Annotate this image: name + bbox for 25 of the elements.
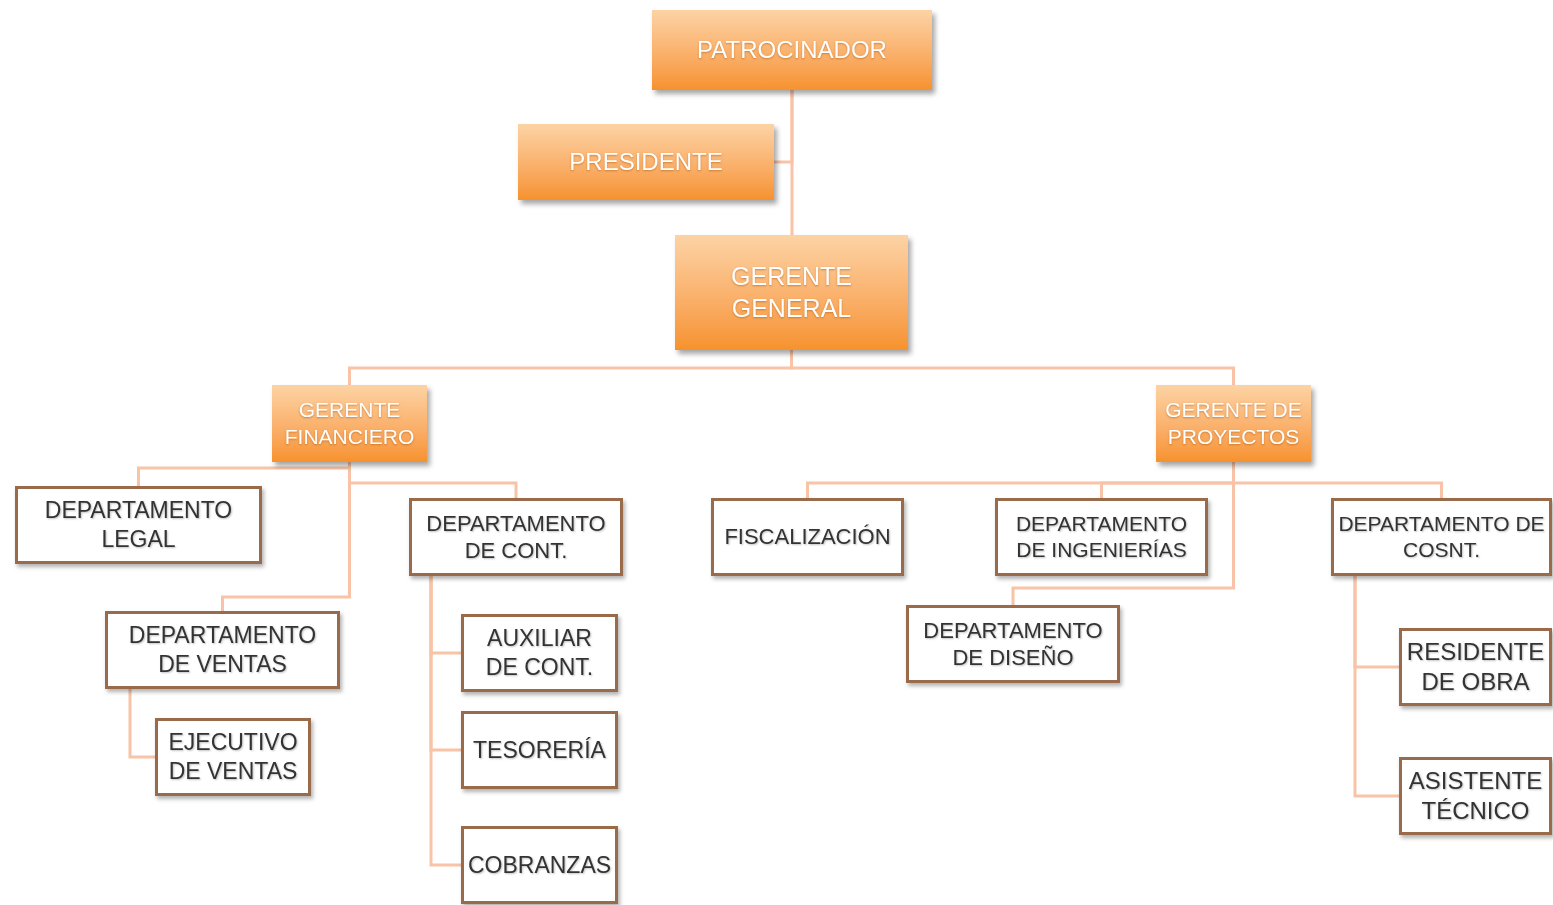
department-box: ASISTENTE TÉCNICO [1399, 757, 1552, 835]
connector-line [1232, 462, 1443, 498]
connector-line [790, 350, 1235, 385]
department-box: RESIDENTE DE OBRA [1399, 628, 1552, 706]
department-box: DEPARTAMENTO DE VENTAS [105, 611, 340, 689]
connector-line [1353, 576, 1399, 798]
connector-line [348, 462, 518, 498]
connector-line [429, 576, 461, 867]
role-box: PATROCINADOR [652, 10, 932, 90]
department-box: DEPARTAMENTO LEGAL [15, 486, 262, 564]
department-box: EJECUTIVO DE VENTAS [155, 718, 311, 796]
department-box: TESORERÍA [461, 711, 618, 789]
department-box: DEPARTAMENTO DE DISEÑO [906, 605, 1120, 683]
connector-line [790, 90, 794, 235]
connector-line [128, 689, 155, 759]
role-box: GERENTE DE PROYECTOS [1156, 385, 1311, 462]
department-box: FISCALIZACIÓN [711, 498, 904, 576]
department-box: DEPARTAMENTO DE CONT. [409, 498, 623, 576]
role-box: GERENTE FINANCIERO [272, 385, 427, 462]
department-box: DEPARTAMENTO DE COSNT. [1331, 498, 1552, 576]
department-box: COBRANZAS [461, 826, 618, 904]
role-box: PRESIDENTE [518, 124, 774, 200]
role-box: GERENTE GENERAL [675, 235, 908, 350]
department-box: DEPARTAMENTO DE INGENIERÍAS [995, 498, 1208, 576]
department-box: AUXILIAR DE CONT. [461, 614, 618, 692]
